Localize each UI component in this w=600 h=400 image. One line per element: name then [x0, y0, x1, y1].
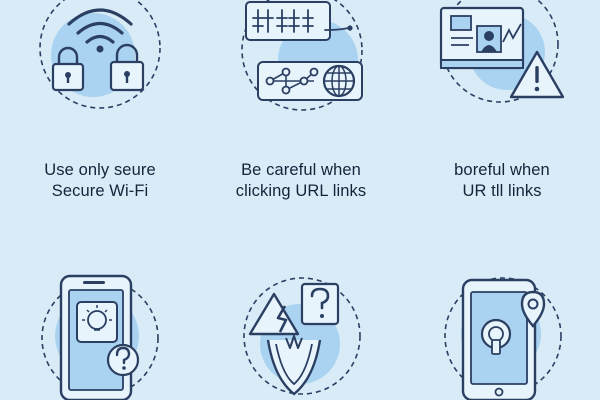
tablet-location-pin-icon	[444, 277, 562, 400]
caption-line: Secure Wi-Fi	[51, 182, 149, 200]
caption-line: clicking URL links	[235, 182, 367, 200]
id-card-warning-icon	[439, 0, 565, 103]
caption-line: Use only seure	[44, 161, 156, 179]
caption-line: UR tll links	[462, 182, 542, 200]
caption-line: boreful when	[454, 161, 550, 179]
tablet-question-icon	[41, 274, 159, 400]
url-link-globe-tile	[230, 0, 380, 111]
caption-url-links-2: boreful when UR tll links	[402, 160, 600, 202]
tablet-location-pin-tile	[425, 270, 575, 400]
warning-question-shield-icon	[243, 277, 361, 396]
wifi-padlocks-tile	[25, 0, 175, 110]
url-link-globe-icon	[241, 0, 363, 111]
wifi-padlocks-icon	[39, 0, 161, 109]
tablet-question-tile	[25, 270, 175, 400]
warning-question-shield-tile	[230, 270, 380, 400]
caption-line: Be careful when	[241, 161, 361, 179]
id-card-warning-tile	[425, 0, 575, 110]
caption-secure-wifi: Use only seure Secure Wi-Fi	[0, 160, 200, 202]
caption-url-links: Be careful when clicking URL links	[201, 160, 401, 202]
